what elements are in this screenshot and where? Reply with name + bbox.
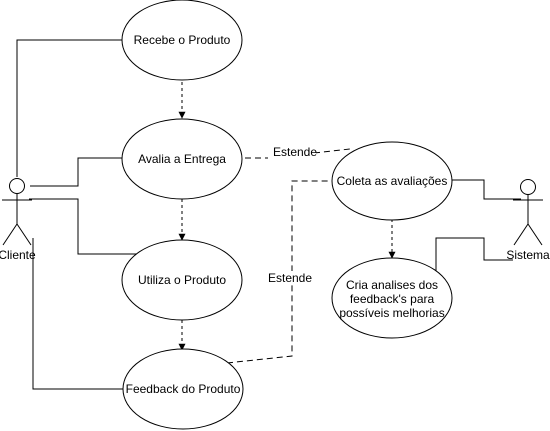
use-case-coleta-label: Coleta as avaliações <box>337 174 448 188</box>
use-case-cria-analises[interactable] <box>331 257 453 339</box>
use-case-recebe-produto[interactable] <box>121 0 243 81</box>
use-case-feedback-label: Feedback do Produto <box>126 382 241 396</box>
use-case-recebe-label: Recebe o Produto <box>134 33 231 47</box>
use-case-cria-label-line-1: Cria analises dos <box>346 278 438 292</box>
actor-cliente[interactable] <box>2 178 32 246</box>
use-case-coleta-avaliacoes[interactable] <box>331 141 453 221</box>
use-case-feedback-produto[interactable] <box>122 348 244 430</box>
actor-sistema-head <box>520 179 536 195</box>
use-case-utiliza-produto[interactable] <box>121 239 243 321</box>
association-cria-sistema <box>435 237 513 288</box>
use-case-utiliza-label: Utiliza o Produto <box>138 273 226 287</box>
association-cliente-utiliza <box>29 198 137 255</box>
association-cliente-recebe <box>16 39 122 177</box>
extend-label-1: Estende <box>273 145 317 159</box>
extend-line-feedback-coleta <box>226 180 331 364</box>
use-case-cria-label-line-3: possíveis melhorias <box>339 306 444 320</box>
extend-line-avalia-coleta <box>245 148 351 159</box>
use-case-avalia-label: Avalia a Entrega <box>138 152 226 166</box>
association-cliente-feedback <box>32 238 124 390</box>
actor-cliente-label: Cliente <box>0 248 36 262</box>
use-case-cria-label-line-2: feedback's para <box>350 292 435 306</box>
actor-cliente-head <box>9 178 25 194</box>
association-coleta-sistema <box>451 179 521 200</box>
use-case-avalia-entrega[interactable] <box>121 118 243 200</box>
association-cliente-avalia <box>30 157 123 187</box>
extend-label-2: Estende <box>268 271 312 285</box>
actor-sistema-label: Sistema <box>506 248 550 262</box>
actor-sistema[interactable] <box>513 179 543 246</box>
